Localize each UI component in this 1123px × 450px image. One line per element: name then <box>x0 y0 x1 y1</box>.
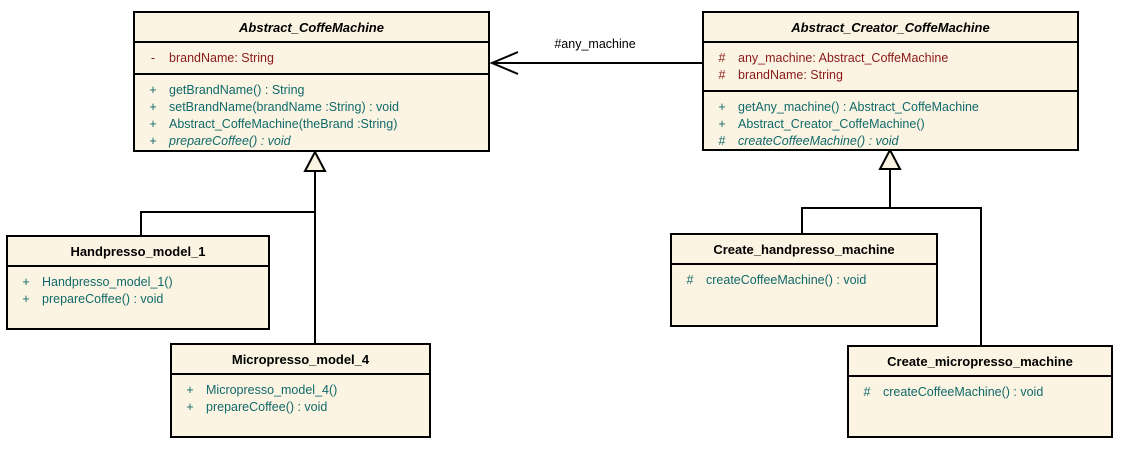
attribute-row: - brandName: String <box>135 50 488 67</box>
methods-compartment: + getAny_machine() : Abstract_CoffeMachi… <box>704 92 1077 150</box>
method-row: # createCoffeeMachine() : void <box>849 384 1111 401</box>
method-text: getAny_machine() : Abstract_CoffeMachine <box>738 100 979 114</box>
method-row: # createCoffeeMachine() : void <box>704 133 1077 150</box>
attribute-text: any_machine: Abstract_CoffeMachine <box>738 51 949 65</box>
class-title: Create_micropresso_machine <box>849 347 1111 377</box>
method-row: + getBrandName() : String <box>135 82 488 99</box>
method-text: Abstract_Creator_CoffeMachine() <box>738 117 925 131</box>
class-box-abstract-coffemachine[interactable]: Abstract_CoffeMachine - brandName: Strin… <box>133 11 490 152</box>
class-box-abstract-creator-coffemachine[interactable]: Abstract_Creator_CoffeMachine # any_mach… <box>702 11 1079 151</box>
class-box-handpresso-model-1[interactable]: Handpresso_model_1 + Handpresso_model_1(… <box>6 235 270 330</box>
class-title: Abstract_CoffeMachine <box>135 13 488 43</box>
method-row: + Micropresso_model_4() <box>172 382 429 399</box>
open-arrowhead-icon <box>489 51 519 75</box>
method-row: + Abstract_CoffeMachine(theBrand :String… <box>135 116 488 133</box>
visibility-symbol: - <box>150 51 156 65</box>
visibility-symbol: + <box>718 117 726 131</box>
attribute-row: # brandName: String <box>704 67 1077 84</box>
class-box-micropresso-model-4[interactable]: Micropresso_model_4 + Micropresso_model_… <box>170 343 431 438</box>
class-title: Micropresso_model_4 <box>172 345 429 375</box>
method-text: prepareCoffee() : void <box>42 292 164 306</box>
method-row: + prepareCoffee() : void <box>135 133 488 150</box>
attribute-row: # any_machine: Abstract_CoffeMachine <box>704 50 1077 67</box>
method-text: setBrandName(brandName :String) : void <box>169 100 399 114</box>
method-row: # createCoffeeMachine() : void <box>672 272 936 289</box>
method-text: prepareCoffee() : void <box>206 400 328 414</box>
class-box-create-handpresso-machine[interactable]: Create_handpresso_machine # createCoffee… <box>670 233 938 327</box>
visibility-symbol: + <box>149 117 157 131</box>
visibility-symbol: + <box>22 292 30 306</box>
visibility-symbol: + <box>718 100 726 114</box>
method-text: Micropresso_model_4() <box>206 383 338 397</box>
methods-compartment: # createCoffeeMachine() : void <box>672 265 936 325</box>
methods-compartment: + getBrandName() : String + setBrandName… <box>135 75 488 150</box>
association-label: #any_machine <box>554 37 636 51</box>
generalization-triangle-icon <box>878 147 902 170</box>
visibility-symbol: # <box>718 68 726 82</box>
class-title: Abstract_Creator_CoffeMachine <box>704 13 1077 43</box>
visibility-symbol: # <box>718 134 726 148</box>
method-row: + setBrandName(brandName :String) : void <box>135 99 488 116</box>
method-row: + prepareCoffee() : void <box>8 291 268 308</box>
visibility-symbol: + <box>186 383 194 397</box>
class-box-create-micropresso-machine[interactable]: Create_micropresso_machine # createCoffe… <box>847 345 1113 438</box>
attributes-compartment: - brandName: String <box>135 43 488 75</box>
method-row: + Abstract_Creator_CoffeMachine() <box>704 116 1077 133</box>
methods-compartment: + Micropresso_model_4() + prepareCoffee(… <box>172 375 429 436</box>
attribute-text: brandName: String <box>169 51 274 65</box>
visibility-symbol: + <box>149 134 157 148</box>
methods-compartment: + Handpresso_model_1() + prepareCoffee()… <box>8 267 268 328</box>
method-text: Handpresso_model_1() <box>42 275 173 289</box>
method-row: + prepareCoffee() : void <box>172 399 429 416</box>
visibility-symbol: + <box>149 100 157 114</box>
attribute-text: brandName: String <box>738 68 843 82</box>
visibility-symbol: + <box>22 275 30 289</box>
method-row: + getAny_machine() : Abstract_CoffeMachi… <box>704 99 1077 116</box>
visibility-symbol: + <box>149 83 157 97</box>
method-text: createCoffeeMachine() : void <box>706 273 867 287</box>
method-text: getBrandName() : String <box>169 83 305 97</box>
visibility-symbol: + <box>186 400 194 414</box>
class-title: Handpresso_model_1 <box>8 237 268 267</box>
class-title: Create_handpresso_machine <box>672 235 936 265</box>
methods-compartment: # createCoffeeMachine() : void <box>849 377 1111 436</box>
generalization-triangle-icon <box>303 149 327 172</box>
visibility-symbol: # <box>718 51 726 65</box>
method-text: createCoffeeMachine() : void <box>738 134 899 148</box>
method-text: prepareCoffee() : void <box>169 134 291 148</box>
method-text: createCoffeeMachine() : void <box>883 385 1044 399</box>
visibility-symbol: # <box>686 273 694 287</box>
method-text: Abstract_CoffeMachine(theBrand :String) <box>169 117 398 131</box>
method-row: + Handpresso_model_1() <box>8 274 268 291</box>
visibility-symbol: # <box>863 385 871 399</box>
attributes-compartment: # any_machine: Abstract_CoffeMachine # b… <box>704 43 1077 92</box>
